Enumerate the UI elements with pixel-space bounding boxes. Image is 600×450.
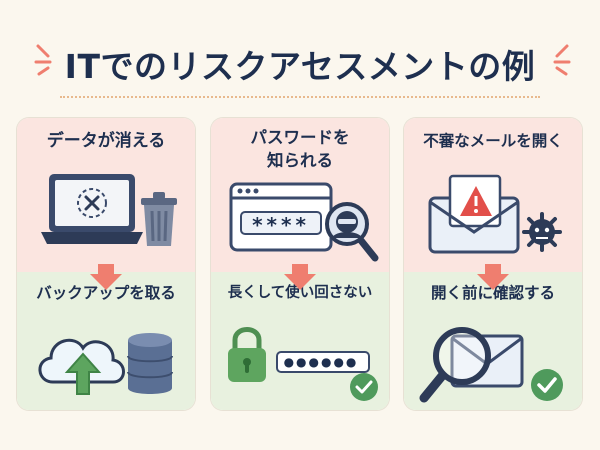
risk-panel: パスワードを 知られる **** — [211, 118, 389, 272]
risk-column-2: パスワードを 知られる **** 長くして使い回さない ●● — [211, 118, 389, 410]
measure-label: 開く前に確認する — [430, 284, 555, 302]
risk-column-1: データが消える バックアップを取る — [17, 118, 195, 410]
down-arrow-icon — [477, 264, 509, 290]
measure-panel: 開く前に確認する — [404, 272, 582, 410]
down-arrow-icon — [90, 264, 122, 290]
measure-label: 長くして使い回さない — [227, 285, 373, 301]
risk-label: パスワードを 知られる — [250, 128, 350, 170]
title-area: ITでのリスクアセスメントの例 — [0, 0, 600, 108]
down-arrow-icon — [284, 264, 316, 290]
long-password-mask: ●●●●●● — [283, 355, 359, 369]
hacker-magnifier-icon — [325, 202, 379, 262]
risk-panel: データが消える — [17, 118, 195, 272]
password-field-icon — [276, 351, 370, 373]
check-circle-icon — [531, 369, 563, 401]
risk-label: データが消える — [46, 131, 166, 151]
title-underline — [60, 96, 540, 98]
measure-label: バックアップを取る — [36, 284, 176, 302]
virus-icon — [522, 212, 562, 252]
database-icon — [127, 333, 173, 394]
check-circle-icon — [350, 373, 378, 401]
risk-column-3: 不審なメールを開く 開く前に確認する — [404, 118, 582, 410]
measure-panel: 長くして使い回さない ●●●●●● — [211, 272, 389, 410]
trash-can-icon — [141, 192, 177, 246]
password-mask: **** — [252, 213, 310, 237]
sparkle-right-icon — [553, 44, 571, 76]
risk-label: 不審なメールを開く — [423, 132, 563, 150]
warning-envelope-icon — [428, 174, 520, 254]
page-title: ITでのリスクアセスメントの例 — [64, 47, 536, 86]
laptop-x-icon — [41, 174, 143, 244]
padlock-icon — [228, 327, 266, 382]
magnifier-envelope-icon — [419, 327, 524, 403]
measure-panel: バックアップを取る — [17, 272, 195, 410]
sparkle-left-icon — [34, 44, 52, 76]
risk-panel: 不審なメールを開く — [404, 118, 582, 272]
cloud-upload-icon — [38, 338, 125, 395]
